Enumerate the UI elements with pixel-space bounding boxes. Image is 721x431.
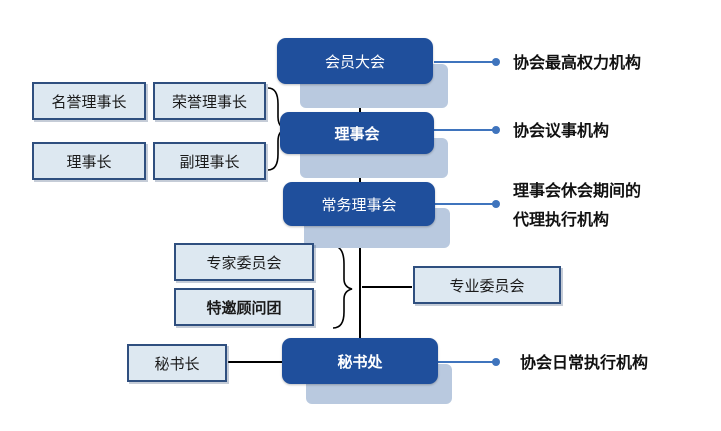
general-assembly-label: 会员大会 [324, 52, 385, 71]
secretariat-box: 秘书处 [282, 338, 438, 384]
honorary-chairman-box: 荣誉理事长 [153, 82, 266, 120]
nominal-chairman-label: 名誉理事长 [51, 92, 127, 111]
expert-committee-label: 专家委员会 [206, 253, 282, 272]
council-box: 理事会 [280, 112, 434, 154]
vice-chairman-label: 副理事长 [179, 152, 240, 171]
vice-chairman-box: 副理事长 [153, 142, 266, 180]
secretary-general-box: 秘书长 [127, 344, 227, 382]
special-advisors-label: 特邀顾问团 [206, 298, 282, 317]
standing-note-line2: 代理执行机构 [513, 210, 610, 229]
standing-council-label: 常务理事会 [321, 195, 397, 214]
nominal-chairman-box: 名誉理事长 [32, 82, 146, 120]
council-label: 理事会 [334, 124, 380, 143]
professional-committee-label: 专业委员会 [449, 276, 525, 295]
general-assembly-box: 会员大会 [277, 38, 433, 84]
professional-committee-box: 专业委员会 [413, 266, 561, 304]
secretary-general-label: 秘书长 [154, 354, 200, 373]
honorary-chairman-label: 荣誉理事长 [171, 92, 247, 111]
council-note: 协会议事机构 [513, 121, 610, 140]
secretariat-label: 秘书处 [337, 352, 383, 371]
expert-committee-box: 专家委员会 [174, 243, 314, 281]
chairman-box: 理事长 [32, 142, 146, 180]
standing-note-line1: 理事会休会期间的 [513, 181, 642, 200]
standing-council-box: 常务理事会 [283, 182, 435, 226]
chairman-label: 理事长 [66, 152, 112, 171]
council-note-dot [492, 126, 500, 134]
standing-note-dot [492, 200, 500, 208]
assembly-note: 协会最高权力机构 [513, 53, 642, 72]
assembly-note-dot [492, 58, 500, 66]
special-advisors-box: 特邀顾问团 [174, 288, 314, 326]
secretariat-note: 协会日常执行机构 [520, 353, 649, 372]
secretariat-note-dot [492, 358, 500, 366]
